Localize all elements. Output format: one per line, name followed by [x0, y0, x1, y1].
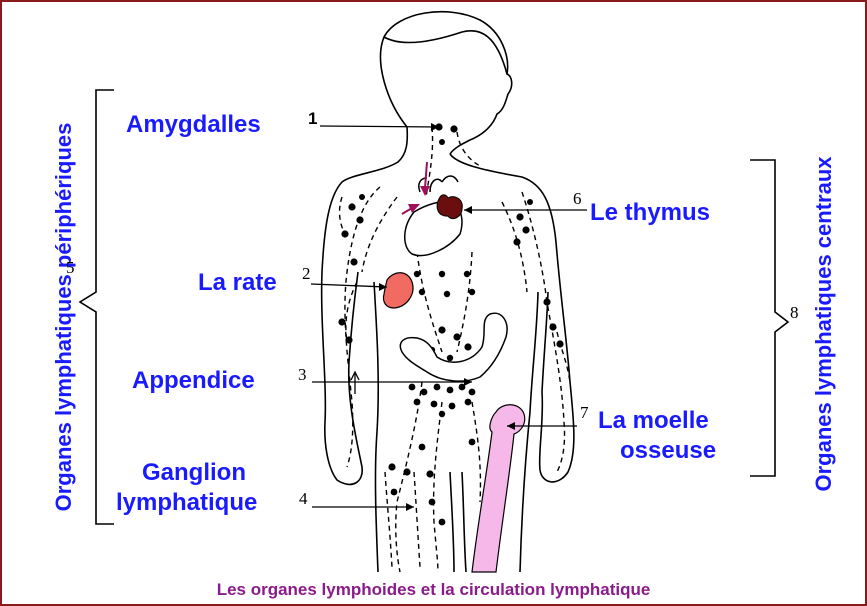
- intestine-shape: [400, 313, 507, 381]
- lymph-nodes: [338, 123, 563, 525]
- lymph-vessels: [340, 127, 570, 572]
- left-bracket: [80, 90, 114, 524]
- label-rate: La rate: [198, 270, 277, 296]
- label-ganglion-line2: lymphatique: [116, 490, 257, 516]
- number-5: 5: [66, 259, 75, 277]
- label-moelle-line2: osseuse: [620, 438, 716, 464]
- femur-bone: [472, 405, 525, 572]
- number-1: 1: [308, 110, 317, 128]
- number-6: 6: [573, 190, 582, 208]
- number-3: 3: [298, 366, 307, 384]
- label-ganglion-line1: Ganglion: [142, 460, 246, 486]
- thymus-organ: [437, 195, 462, 219]
- spleen-organ: [383, 273, 412, 308]
- number-4: 4: [299, 490, 308, 508]
- label-thymus: Le thymus: [590, 200, 710, 226]
- label-moelle-line1: La moelle: [598, 408, 709, 434]
- arm-arrow: [351, 372, 359, 394]
- number-8: 8: [790, 304, 799, 322]
- peripheral-organs-label: Organes lymphatiques périphériques: [52, 123, 76, 512]
- number-2: 2: [302, 265, 311, 283]
- label-appendice: Appendice: [132, 368, 255, 394]
- right-bracket: [750, 160, 788, 476]
- number-7: 7: [580, 404, 589, 422]
- figure-caption: Les organes lymphoides et la circulation…: [2, 580, 865, 600]
- label-amygdales: Amygdalles: [126, 112, 261, 138]
- central-organs-label: Organes lymphatiques centraux: [812, 157, 836, 492]
